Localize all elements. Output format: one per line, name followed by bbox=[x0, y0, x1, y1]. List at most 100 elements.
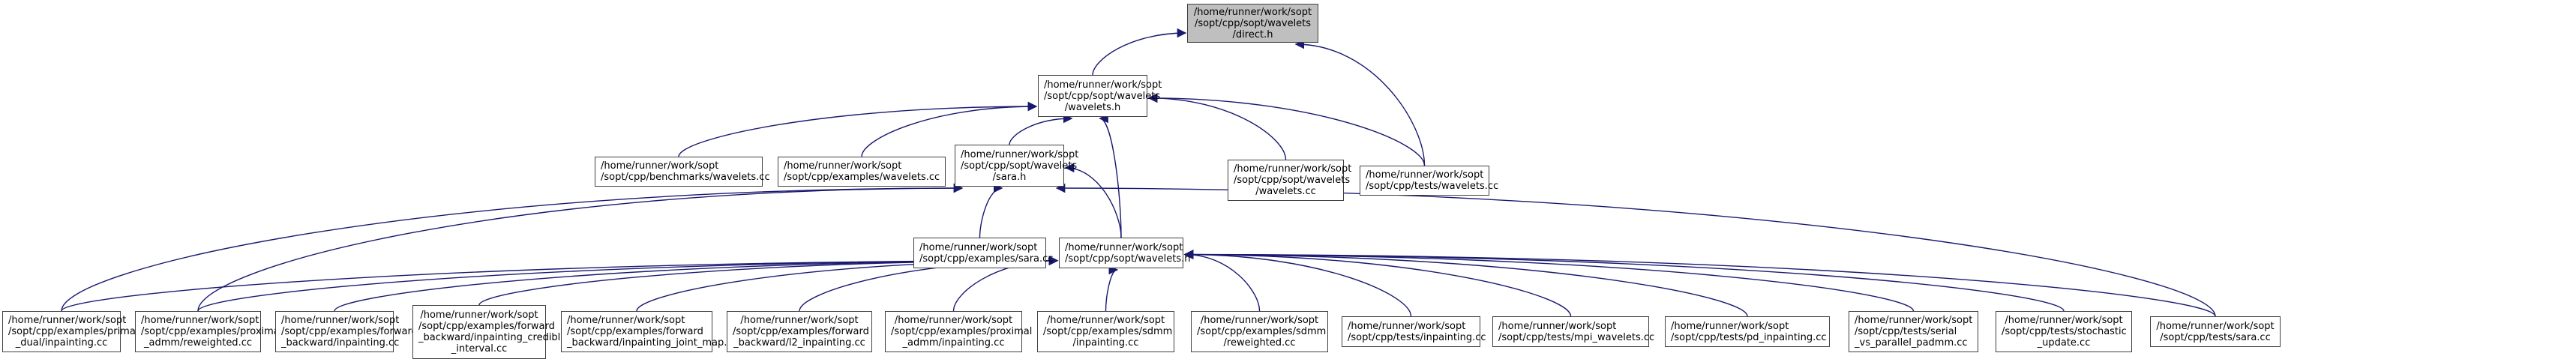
node-label-line: /home/runner/work/sopt bbox=[1200, 315, 1319, 326]
node-label-line: /sopt/cpp/examples/sdmm bbox=[1043, 326, 1173, 337]
edge-tests_mpi_wavelets-to-sopt_wavelets_h bbox=[1183, 250, 1572, 317]
node-label-line: /sopt/cpp/examples/proximal bbox=[891, 326, 1033, 337]
node-label-line: /home/runner/work/sopt bbox=[601, 160, 719, 172]
node-label-line: /home/runner/work/sopt bbox=[1065, 241, 1183, 253]
node-label-line: /sopt/cpp/sopt/wavelets.h bbox=[1065, 253, 1191, 265]
edge-padmm_reweighted-to-sopt_wavelets_h bbox=[197, 256, 1059, 312]
edge-sdmm_inpainting-to-sopt_wavelets_h bbox=[1105, 265, 1119, 312]
edge-examples_sara_cc-to-sara_h bbox=[979, 183, 1003, 238]
node-label-line: /home/runner/work/sopt bbox=[740, 315, 859, 326]
node-label-line: /sopt/cpp/examples/primal bbox=[8, 326, 139, 337]
node-label-line: /sopt/cpp/sopt/wavelets bbox=[1044, 90, 1161, 102]
edge-tests_sara-to-sara_h bbox=[1055, 183, 2216, 317]
node-label-line: /sopt/cpp/tests/pd_inpainting.cc bbox=[1671, 331, 1827, 343]
node-forward-backward-credible-interval[interactable]: /home/runner/work/sopt/sopt/cpp/examples… bbox=[412, 305, 567, 359]
node-label-line: /sopt/cpp/tests/sara.cc bbox=[2160, 331, 2271, 343]
edge-sopt_wavelets_h-to-sara_h bbox=[1064, 163, 1122, 238]
edge-sopt_wavelets_h-to-wavelets_h bbox=[1099, 113, 1122, 238]
node-label-line: /home/runner/work/sopt bbox=[961, 148, 1079, 160]
node-label-line: /sopt/cpp/sopt/wavelets bbox=[1194, 17, 1312, 29]
node-label-line: _backward/inpainting_joint_map.cc bbox=[567, 337, 738, 349]
node-label-line: /home/runner/work/sopt bbox=[567, 315, 685, 326]
node-benchmarks-wavelets-cc[interactable]: /home/runner/work/sopt/sopt/cpp/benchmar… bbox=[595, 157, 770, 187]
node-tests-pd-inpainting[interactable]: /home/runner/work/sopt/sopt/cpp/tests/pd… bbox=[1665, 316, 1830, 347]
node-sopt-wavelets-h[interactable]: /home/runner/work/sopt/sopt/cpp/sopt/wav… bbox=[1059, 238, 1191, 268]
node-label-line: /sopt/cpp/tests/mpi_wavelets.cc bbox=[1498, 331, 1655, 343]
node-label-line: /sopt/cpp/benchmarks/wavelets.cc bbox=[601, 172, 770, 183]
node-label-line: /home/runner/work/sopt bbox=[1671, 320, 1789, 332]
node-label-line: /home/runner/work/sopt bbox=[1855, 315, 1973, 326]
node-wavelets-h[interactable]: /home/runner/work/sopt/sopt/cpp/sopt/wav… bbox=[1038, 75, 1162, 117]
node-label-line: /sara.h bbox=[992, 171, 1027, 183]
node-tests-stochastic-update[interactable]: /home/runner/work/sopt/sopt/cpp/tests/st… bbox=[1996, 311, 2132, 352]
node-label-line: /home/runner/work/sopt bbox=[1046, 315, 1165, 326]
node-label-line: _dual/inpainting.cc bbox=[15, 337, 108, 349]
edge-tests_wavelets_cc-to-direct_h bbox=[1294, 39, 1426, 166]
node-tests-sara-cc[interactable]: /home/runner/work/sopt/sopt/cpp/tests/sa… bbox=[2150, 316, 2281, 347]
node-label-line: /direct.h bbox=[1232, 28, 1273, 40]
node-label-line: /wavelets.cc bbox=[1255, 186, 1316, 197]
node-label-line: /sopt/cpp/examples/sara.cc bbox=[919, 253, 1054, 265]
edge-tests_stochastic-to-sopt_wavelets_h bbox=[1183, 250, 2065, 312]
node-label-line: /sopt/cpp/examples/sdmm bbox=[1197, 326, 1327, 337]
node-wavelets-wavelets-cc[interactable]: /home/runner/work/sopt/sopt/cpp/sopt/wav… bbox=[1228, 160, 1352, 201]
edge-wavelets_h-to-direct_h bbox=[1092, 28, 1187, 76]
edge-tests_wavelets_cc-to-wavelets_h bbox=[1147, 93, 1426, 166]
node-label-line: /home/runner/work/sopt bbox=[8, 315, 127, 326]
node-sara-h[interactable]: /home/runner/work/sopt/sopt/cpp/sopt/wav… bbox=[955, 145, 1079, 187]
node-forward-backward-inpainting[interactable]: /home/runner/work/sopt/sopt/cpp/examples… bbox=[275, 311, 418, 352]
node-examples-wavelets-cc[interactable]: /home/runner/work/sopt/sopt/cpp/examples… bbox=[778, 157, 946, 187]
node-label-line: /home/runner/work/sopt bbox=[1193, 6, 1312, 18]
node-label-line: /sopt/cpp/tests/inpainting.cc bbox=[1348, 331, 1486, 343]
node-label-line: /sopt/cpp/tests/stochastic bbox=[2002, 326, 2127, 337]
node-label-line: /inpainting.cc bbox=[1072, 337, 1139, 349]
edge-sdmm_reweighted-to-sopt_wavelets_h bbox=[1183, 250, 1261, 312]
node-label-line: _vs_parallel_padmm.cc bbox=[1855, 337, 1968, 349]
edge-examples_wavelets_cc-to-wavelets_h bbox=[861, 101, 1038, 157]
node-sdmm-reweighted[interactable]: /home/runner/work/sopt/sopt/cpp/examples… bbox=[1191, 311, 1328, 352]
node-label-line: _backward/inpainting_credible bbox=[418, 332, 567, 343]
node-label-line: _admm/inpainting.cc bbox=[902, 337, 1005, 349]
edge-sara_h-to-wavelets_h bbox=[1009, 113, 1073, 145]
node-direct-h[interactable]: /home/runner/work/sopt/sopt/cpp/sopt/wav… bbox=[1187, 4, 1318, 43]
node-label-line: /wavelets.h bbox=[1064, 101, 1121, 113]
node-label-line: /sopt/cpp/examples/forward bbox=[281, 326, 418, 337]
node-examples-sara-cc[interactable]: /home/runner/work/sopt/sopt/cpp/examples… bbox=[913, 238, 1054, 268]
node-label-line: /home/runner/work/sopt bbox=[1348, 320, 1466, 332]
node-label-line: _backward/l2_inpainting.cc bbox=[733, 337, 865, 349]
node-tests-serial-vs-parallel-padmm[interactable]: /home/runner/work/sopt/sopt/cpp/tests/se… bbox=[1849, 311, 1978, 352]
node-sdmm-inpainting[interactable]: /home/runner/work/sopt/sopt/cpp/examples… bbox=[1037, 311, 1174, 352]
node-label-line: /sopt/cpp/sopt/wavelets bbox=[961, 160, 1078, 172]
node-label-line: /home/runner/work/sopt bbox=[2005, 315, 2123, 326]
node-label-line: /home/runner/work/sopt bbox=[2156, 320, 2275, 332]
node-label-line: /home/runner/work/sopt bbox=[141, 315, 259, 326]
node-label-line: /home/runner/work/sopt bbox=[1044, 79, 1162, 91]
node-primal-dual-inpainting[interactable]: /home/runner/work/sopt/sopt/cpp/examples… bbox=[2, 311, 139, 352]
node-label-line: /sopt/cpp/examples/proximal bbox=[141, 326, 283, 337]
node-forward-backward-joint-map[interactable]: /home/runner/work/sopt/sopt/cpp/examples… bbox=[561, 311, 738, 352]
node-label-line: /sopt/cpp/tests/serial bbox=[1855, 326, 1957, 337]
node-label-line: /home/runner/work/sopt bbox=[919, 241, 1038, 253]
node-label-line: /home/runner/work/sopt bbox=[1234, 163, 1352, 175]
node-label-line: _update.cc bbox=[2037, 337, 2091, 349]
node-proximal-admm-inpainting[interactable]: /home/runner/work/sopt/sopt/cpp/examples… bbox=[885, 311, 1033, 352]
edge-tests_sara-to-sopt_wavelets_h bbox=[1183, 250, 2216, 317]
node-label-line: /home/runner/work/sopt bbox=[784, 160, 902, 172]
node-label-line: /sopt/cpp/examples/forward bbox=[567, 326, 703, 337]
node-label-line: /reweighted.cc bbox=[1223, 337, 1296, 349]
node-tests-mpi-wavelets[interactable]: /home/runner/work/sopt/sopt/cpp/tests/mp… bbox=[1492, 316, 1655, 347]
node-label-line: /home/runner/work/sopt bbox=[420, 310, 538, 321]
node-label-line: _admm/reweighted.cc bbox=[144, 337, 252, 349]
edge-tests_serial_parallel-to-sopt_wavelets_h bbox=[1183, 250, 1915, 312]
node-proximal-admm-reweighted[interactable]: /home/runner/work/sopt/sopt/cpp/examples… bbox=[135, 311, 283, 352]
node-label-line: /home/runner/work/sopt bbox=[1498, 320, 1617, 332]
edge-tests_inpainting-to-sopt_wavelets_h bbox=[1183, 250, 1412, 317]
node-label-line: /home/runner/work/sopt bbox=[281, 315, 400, 326]
node-tests-wavelets-cc[interactable]: /home/runner/work/sopt/sopt/cpp/tests/wa… bbox=[1360, 166, 1498, 196]
node-label-line: _interval.cc bbox=[451, 343, 508, 355]
node-label-line: /sopt/cpp/examples/forward bbox=[733, 326, 869, 337]
node-forward-backward-l2-inpainting[interactable]: /home/runner/work/sopt/sopt/cpp/examples… bbox=[727, 311, 872, 352]
node-label-line: /home/runner/work/sopt bbox=[894, 315, 1013, 326]
node-tests-inpainting[interactable]: /home/runner/work/sopt/sopt/cpp/tests/in… bbox=[1342, 316, 1486, 347]
edge-wavelets_wavelets_cc-to-wavelets_h bbox=[1147, 93, 1287, 160]
